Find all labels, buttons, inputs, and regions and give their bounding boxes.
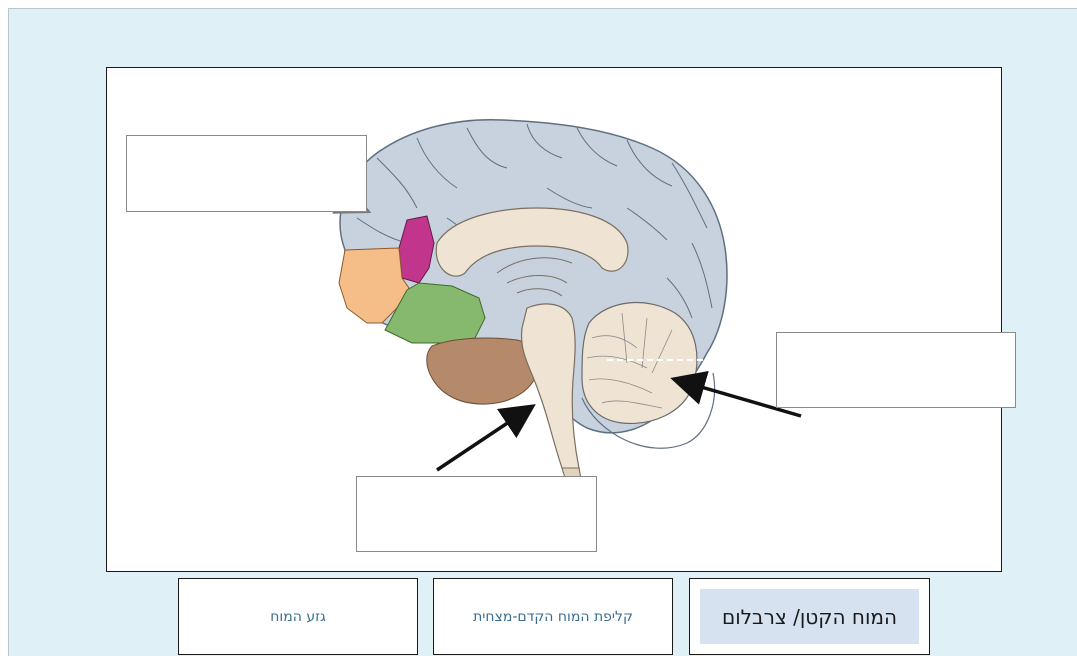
drop-target-2[interactable]: [776, 332, 1016, 408]
selected-highlight: המוח הקטן/ צרבלום: [700, 589, 919, 644]
label-tile-cerebellum[interactable]: המוח הקטן/ צרבלום: [689, 578, 930, 655]
cerebellum: [582, 303, 697, 424]
label-tile-brainstem[interactable]: גזע המוח: [178, 578, 418, 655]
tile-label: גזע המוח: [270, 609, 325, 625]
label-tile-prefrontal[interactable]: קליפת המוח הקדם-מצחית: [433, 578, 673, 655]
drop-target-3[interactable]: [356, 476, 597, 552]
tile-label: המוח הקטן/ צרבלום: [722, 605, 897, 629]
tile-label: קליפת המוח הקדם-מצחית: [473, 609, 633, 625]
temporal-lobe: [427, 338, 539, 404]
arrow-icon: [437, 408, 530, 470]
drop-target-1[interactable]: [126, 135, 367, 212]
